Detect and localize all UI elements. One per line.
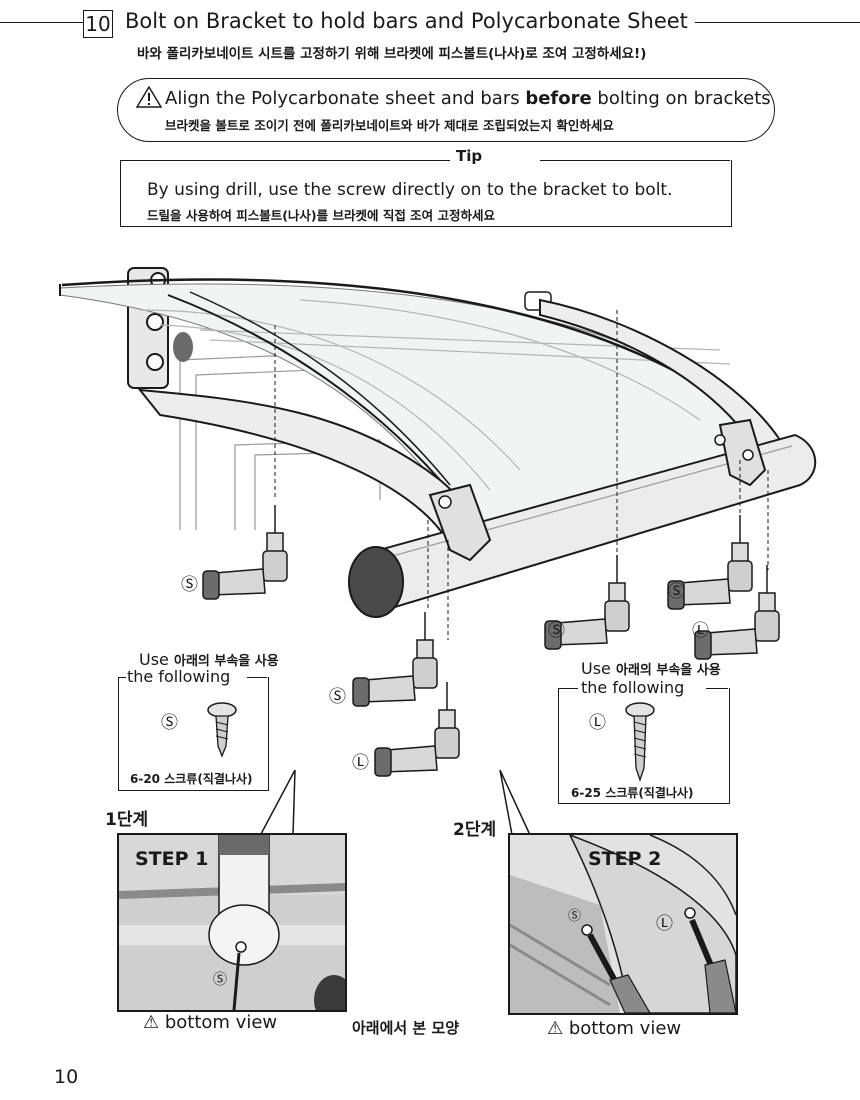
tip-box xyxy=(120,160,732,227)
right-parts-box xyxy=(558,688,730,804)
tip-text-korean: 드릴을 사용하여 피스볼트(나사)를 브라켓에 직접 조여 고정하세요 xyxy=(147,208,496,223)
header-rule-left xyxy=(0,22,83,23)
header-rule-right xyxy=(695,22,860,23)
step2-label-korean: 2단계 xyxy=(453,820,497,840)
drill-mark-l-1: Ⓛ xyxy=(352,753,369,773)
drill-mark-s-3: Ⓢ xyxy=(548,621,565,641)
right-following-label: the following xyxy=(581,678,685,697)
left-use-label: Use 아래의 부속을 사용 xyxy=(139,650,279,669)
step1-callout-pointer xyxy=(260,770,296,836)
drill-mark-l-2: Ⓛ xyxy=(692,621,709,641)
step1-title: STEP 1 xyxy=(135,848,209,870)
step1-panel: STEP 1 Ⓢ xyxy=(117,833,347,1012)
left-screw-mark: Ⓢ xyxy=(161,713,178,733)
step-number-box: 10 xyxy=(83,10,113,38)
right-screw-mark: Ⓛ xyxy=(589,713,606,733)
warning-text: Align the Polycarbonate sheet and bars b… xyxy=(165,88,771,109)
step2-panel: STEP 2 Ⓢ Ⓛ xyxy=(508,833,738,1015)
step2-mark-l: Ⓛ xyxy=(656,914,673,934)
step2-callout-pointer xyxy=(499,770,531,841)
step2-bottom-view: ⚠ bottom view xyxy=(547,1018,682,1039)
page-number: 10 xyxy=(54,1066,79,1088)
drill-mark-s-2: Ⓢ xyxy=(329,687,346,707)
step1-bottom-view: ⚠ bottom view xyxy=(143,1012,278,1033)
right-use-label: Use 아래의 부속을 사용 xyxy=(581,659,721,678)
awning-illustration xyxy=(59,267,817,640)
screw-l-icon xyxy=(625,702,655,782)
step1-screw-mark: Ⓢ xyxy=(213,972,227,988)
drill-mark-s-1: Ⓢ xyxy=(181,575,198,595)
tip-rule-right xyxy=(540,160,730,161)
tip-label: Tip xyxy=(450,147,489,165)
warning-box xyxy=(117,78,775,142)
step2-title: STEP 2 xyxy=(588,848,662,870)
left-screw-name: 6-20 스크류(직결나사) xyxy=(130,772,253,786)
left-following-label: the following xyxy=(127,667,231,686)
tip-rule-left xyxy=(120,160,450,161)
tip-text: By using drill, use the screw directly o… xyxy=(147,180,673,200)
step2-mark-s: Ⓢ xyxy=(568,909,582,924)
drill-s-left xyxy=(202,504,288,600)
bottom-view-korean: 아래에서 본 모양 xyxy=(352,1019,460,1037)
step1-label-korean: 1단계 xyxy=(105,810,149,830)
right-screw-name: 6-25 스크류(직결나사) xyxy=(571,786,694,800)
warning-text-korean: 브라켓을 볼트로 조이기 전에 폴리카보네이트와 바가 제대로 조립되었는지 확… xyxy=(165,118,614,133)
drill-mark-s-4: Ⓢ xyxy=(668,582,685,602)
left-parts-box xyxy=(118,677,269,791)
warning-triangle-icon xyxy=(136,85,162,108)
page-title: Bolt on Bracket to hold bars and Polycar… xyxy=(125,9,688,33)
screw-s-icon xyxy=(207,702,237,758)
title-korean: 바와 폴리카보네이트 시트를 고정하기 위해 브라켓에 피스볼트(나사)로 조여… xyxy=(137,46,647,62)
